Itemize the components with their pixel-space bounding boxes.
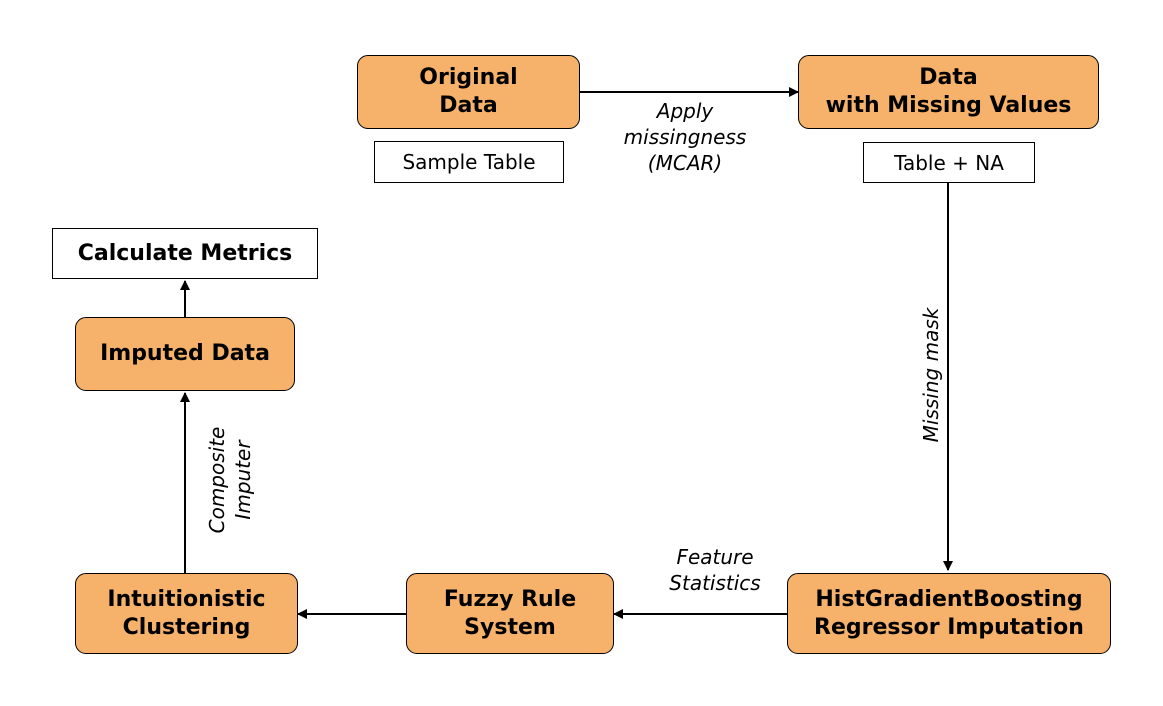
apply-line-2: missingness — [623, 125, 747, 149]
imputed-data-label: Imputed Data — [100, 341, 270, 366]
fuzzy-line-1: Fuzzy Rule — [443, 586, 577, 612]
mask-line-1: Missing mask — [919, 307, 943, 443]
apply-line-1: Apply — [656, 99, 714, 123]
original-data-line-1: Original — [419, 65, 518, 90]
table-na-note: Table + NA — [863, 142, 1035, 183]
imputed-data-node: Imputed Data — [75, 317, 295, 391]
missing-mask-label: Missing mask — [918, 290, 944, 460]
feature-statistics-label: Feature Statistics — [650, 544, 780, 596]
hgb-imputation-node: HistGradientBoosting Regressor Imputatio… — [787, 573, 1111, 654]
missing-data-node: Data with Missing Values — [798, 55, 1099, 129]
missing-data-line-1: Data — [919, 65, 978, 90]
original-data-line-2: Data — [439, 93, 498, 118]
missing-data-line-2: with Missing Values — [825, 93, 1072, 118]
fuzzy-rule-system-node: Fuzzy Rule System — [406, 573, 614, 654]
intuitionistic-clustering-node: Intuitionistic Clustering — [75, 573, 298, 654]
original-data-node: Original Data — [357, 55, 580, 129]
calculate-metrics-box: Calculate Metrics — [52, 228, 318, 279]
clustering-line-1: Intuitionistic — [107, 586, 266, 612]
apply-missingness-label: Apply missingness (MCAR) — [610, 98, 760, 176]
apply-line-3: (MCAR) — [647, 151, 723, 175]
clustering-line-2: Clustering — [122, 614, 251, 640]
stats-line-2: Statistics — [669, 571, 761, 595]
hgb-line-1: HistGradientBoosting — [815, 586, 1083, 612]
stats-line-1: Feature — [676, 545, 754, 569]
composite-line-1: Composite — [205, 426, 229, 534]
fuzzy-line-2: System — [464, 614, 556, 640]
hgb-line-2: Regressor Imputation — [814, 614, 1084, 640]
composite-imputer-label: Composite Imputer — [204, 415, 256, 545]
sample-table-note: Sample Table — [374, 141, 564, 183]
composite-line-2: Imputer — [231, 440, 255, 520]
